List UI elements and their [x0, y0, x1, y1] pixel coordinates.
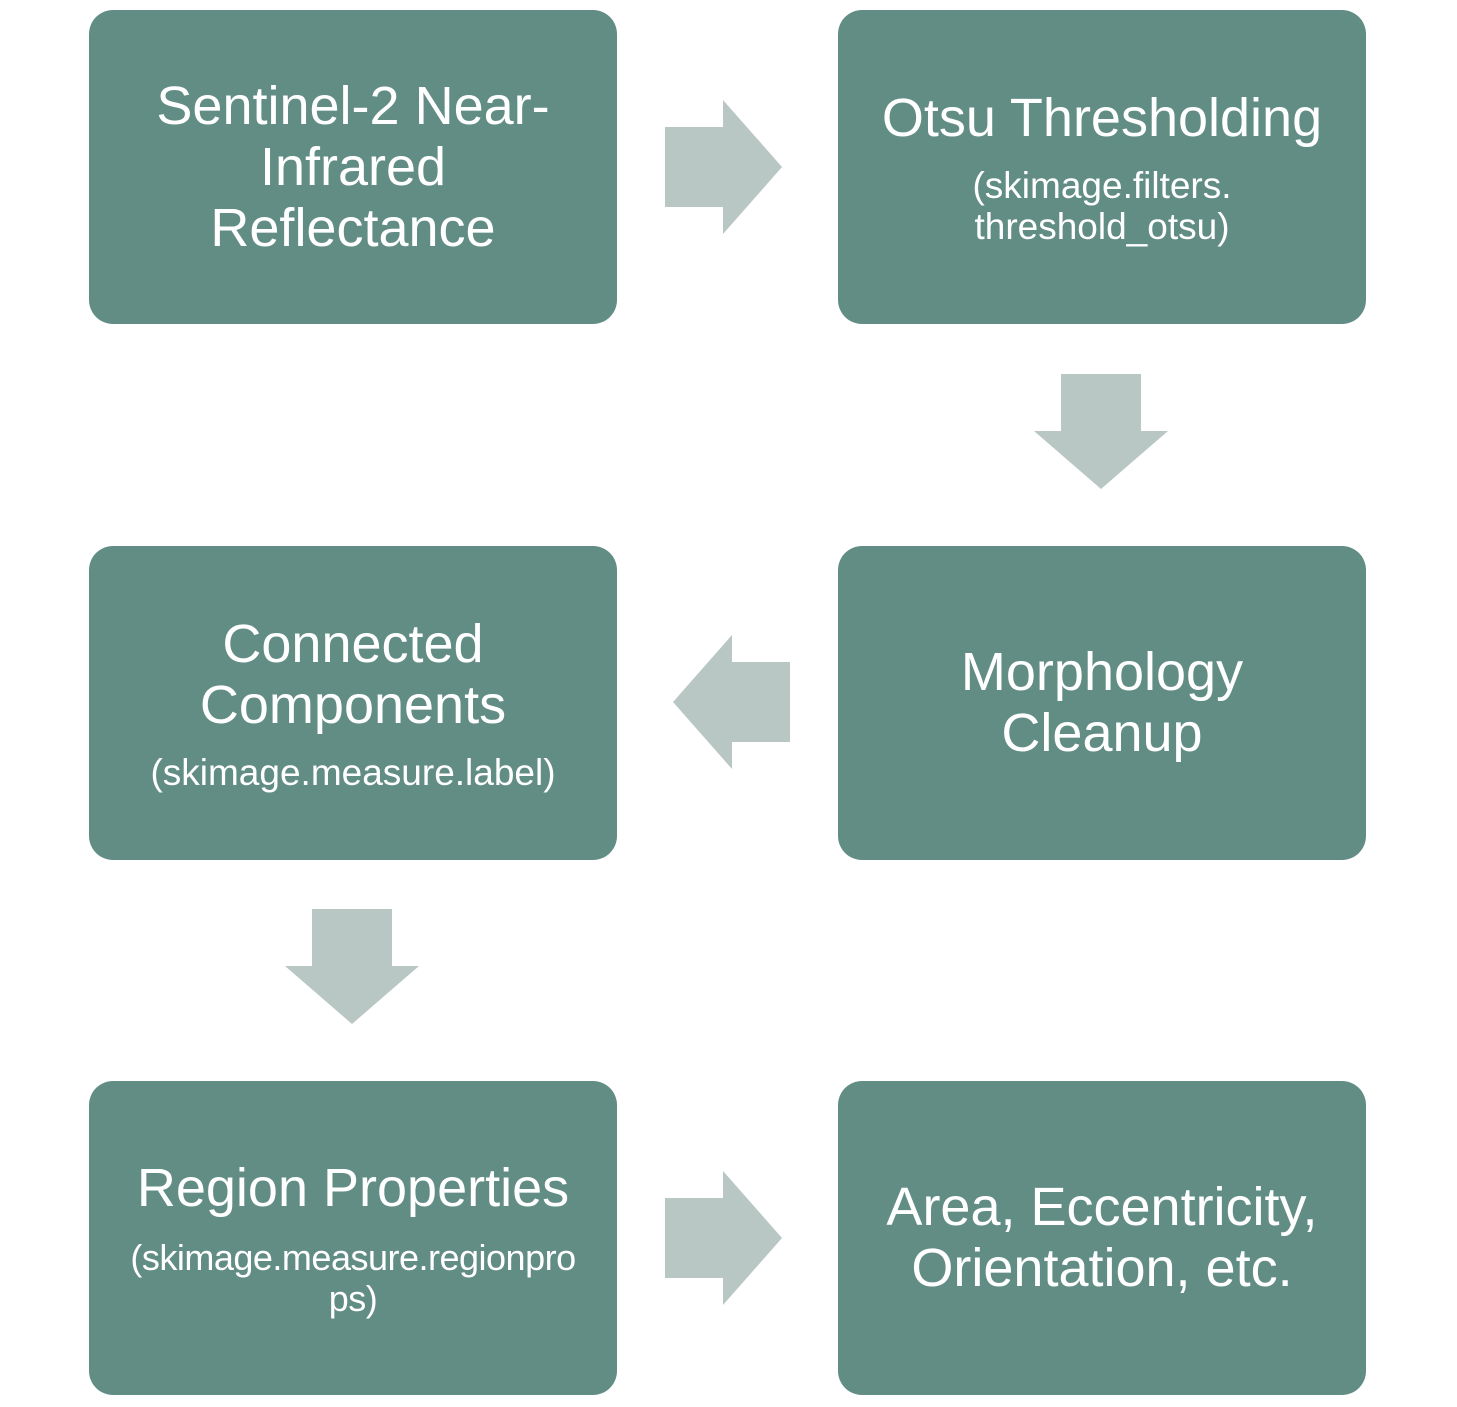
step-title: Region Properties — [136, 1157, 570, 1218]
arrow-right-icon — [665, 100, 782, 234]
step-box-otsu-thresholding: Otsu Thresholding (skimage.filters. thre… — [838, 10, 1366, 324]
step-box-connected-components: Connected Components (skimage.measure.la… — [89, 546, 617, 860]
step-title: Morphology Cleanup — [960, 642, 1244, 763]
step-box-near-infrared-reflectance: Sentinel-2 Near- Infrared Reflectance — [89, 10, 617, 324]
step-box-shape-metrics: Area, Eccentricity, Orientation, etc. — [838, 1081, 1366, 1395]
step-title: Connected Components — [199, 613, 507, 735]
step-subtitle: (skimage.filters. threshold_otsu) — [972, 164, 1232, 247]
step-subtitle: (skimage.measure.label) — [150, 751, 556, 793]
arrow-left-icon — [673, 635, 790, 769]
step-title: Sentinel-2 Near- Infrared Reflectance — [156, 75, 550, 258]
step-title: Otsu Thresholding — [881, 87, 1323, 148]
step-box-region-properties: Region Properties (skimage.measure.regio… — [89, 1081, 617, 1395]
step-subtitle: (skimage.measure.regionpro ps) — [130, 1236, 576, 1319]
arrow-down-icon — [285, 909, 419, 1024]
step-box-morphology-cleanup: Morphology Cleanup — [838, 546, 1366, 860]
arrow-right-icon — [665, 1171, 782, 1305]
step-title: Area, Eccentricity, Orientation, etc. — [886, 1177, 1318, 1298]
arrow-down-icon — [1034, 374, 1168, 489]
